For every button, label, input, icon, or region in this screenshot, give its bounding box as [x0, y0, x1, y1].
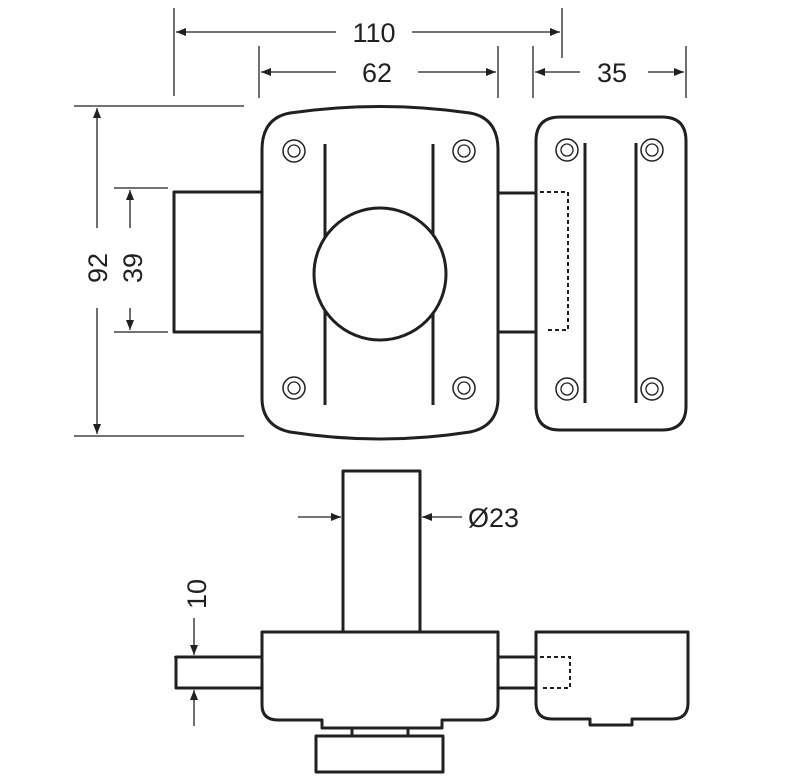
keeper — [534, 115, 688, 432]
front-view — [172, 105, 688, 441]
screw-hole-icon — [555, 377, 579, 401]
screw-hole-icon — [452, 376, 476, 400]
screw-hole-icon — [282, 376, 306, 400]
knob-stem — [341, 469, 422, 634]
dimension-62: 62 — [258, 46, 499, 98]
lock-body — [260, 105, 500, 441]
dimension-10: 10 — [174, 579, 212, 726]
screw-hole-icon — [640, 138, 664, 162]
keeper-side-pocket-hidden — [540, 656, 571, 689]
dimension-92: 92 — [74, 105, 244, 437]
bolt-left — [172, 190, 264, 334]
screw-hole-icon — [555, 138, 579, 162]
dim-text-110: 110 — [352, 18, 395, 48]
dim-text-92: 92 — [83, 253, 113, 283]
dimension-35: 35 — [532, 46, 687, 98]
bolt-side-left — [174, 655, 264, 690]
dimension-39: 39 — [114, 187, 168, 333]
dim-text-10: 10 — [182, 579, 212, 609]
dim-text-d23: Ø23 — [468, 503, 519, 533]
body-side — [260, 630, 500, 730]
keeper-pocket-hidden — [540, 191, 569, 331]
mount-plate — [314, 734, 445, 774]
dim-text-39: 39 — [118, 253, 148, 283]
bolt-side-right — [496, 655, 538, 690]
screw-hole-icon — [640, 377, 664, 401]
side-view — [174, 469, 690, 774]
dimension-diameter-23: Ø23 — [298, 503, 519, 533]
screw-hole-icon — [282, 139, 306, 163]
screw-hole-icon — [452, 139, 476, 163]
dim-text-35: 35 — [597, 58, 627, 88]
knob — [312, 206, 448, 342]
keeper-side — [534, 630, 690, 727]
dim-text-62: 62 — [362, 58, 392, 88]
bolt-right — [496, 191, 538, 334]
dimension-110: 110 — [173, 8, 563, 96]
